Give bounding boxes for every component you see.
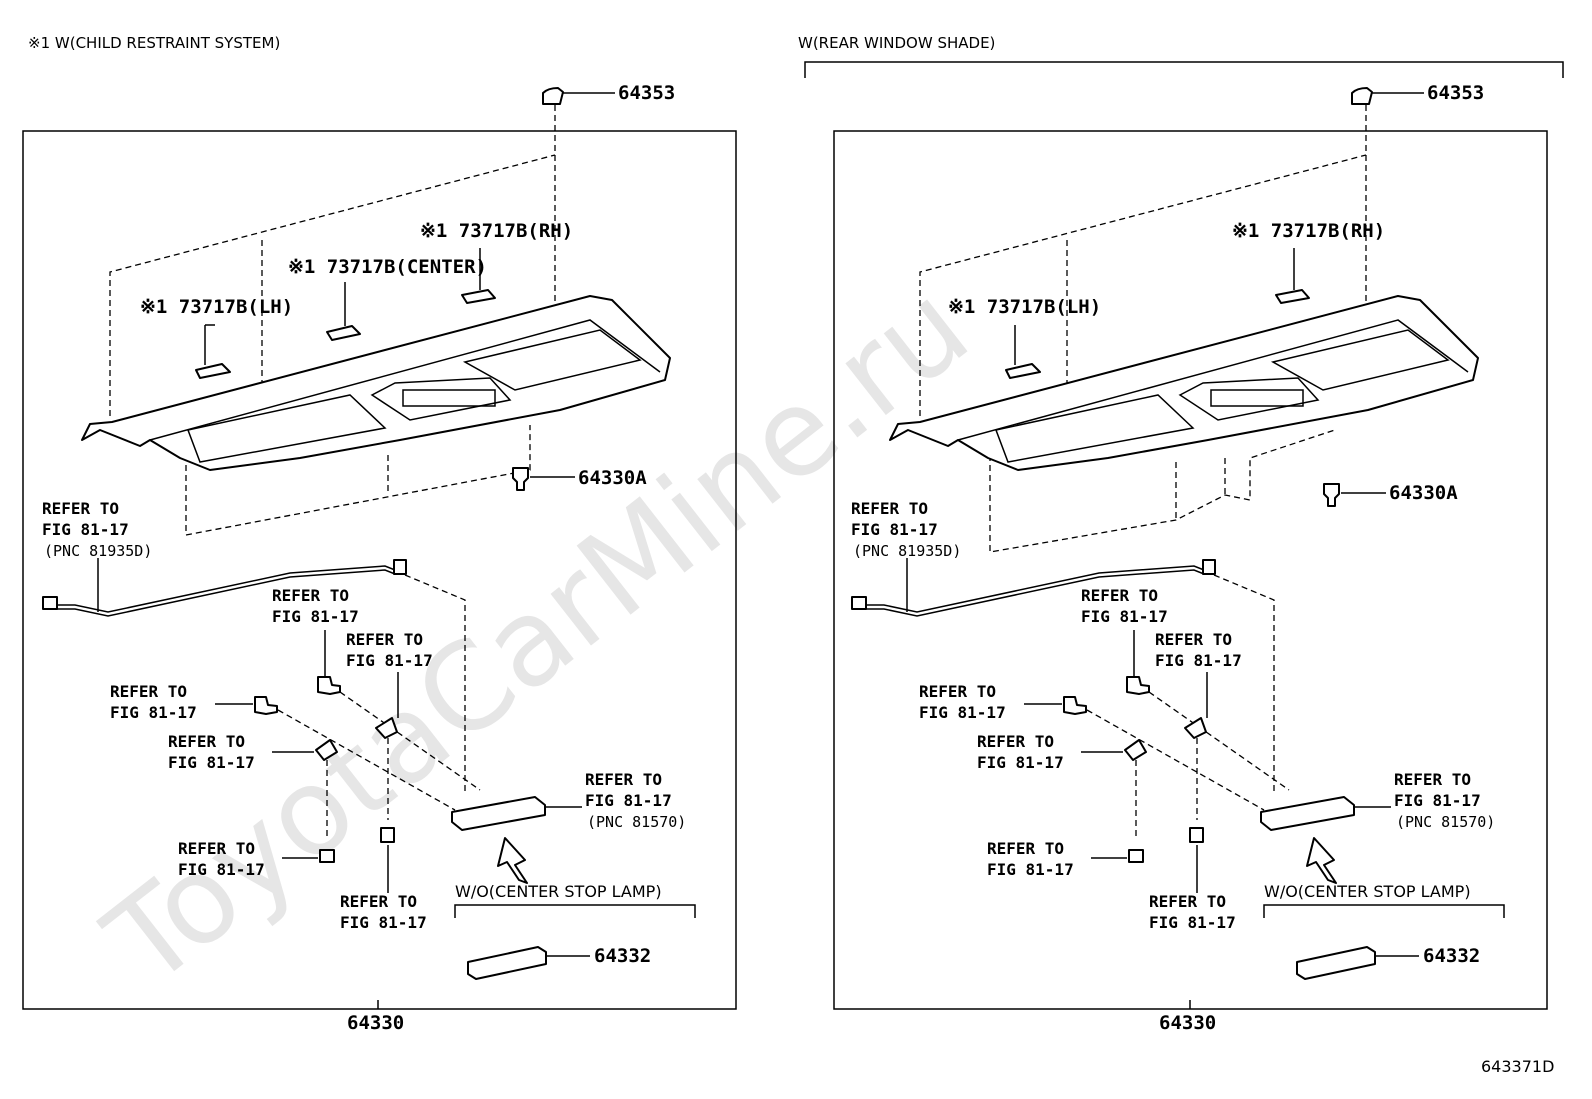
right-refer-f-1: REFER TO	[1149, 892, 1226, 911]
harness-icon	[55, 565, 396, 613]
bolt-f-icon	[1189, 827, 1204, 843]
right-refer-harness-3: (PNC 81935D)	[853, 542, 961, 560]
left-wo-label: W/O(CENTER STOP LAMP)	[455, 882, 662, 901]
left-bottom-part: 64330	[347, 1012, 404, 1034]
left-refer-c-1: REFER TO	[110, 682, 187, 701]
left-trim-lh: ※1 73717B(LH)	[140, 296, 293, 318]
bolt-c-icon	[254, 696, 278, 715]
left-refer-harness-1: REFER TO	[42, 499, 119, 518]
nut-d-icon	[1124, 739, 1147, 761]
right-refer-lamp-2: FIG 81-17	[1394, 791, 1481, 810]
left-refer-a-1: REFER TO	[272, 586, 349, 605]
bolt-e-icon	[319, 849, 335, 863]
clip-icon	[1323, 483, 1340, 507]
left-refer-e-2: FIG 81-17	[178, 860, 265, 879]
left-refer-lamp-2: FIG 81-17	[585, 791, 672, 810]
left-cover: 64332	[594, 945, 651, 967]
right-refer-harness-1: REFER TO	[851, 499, 928, 518]
left-refer-lamp-3: (PNC 81570)	[587, 813, 686, 831]
footer-code: 643371D	[1481, 1057, 1554, 1076]
left-refer-harness-3: (PNC 81935D)	[44, 542, 152, 560]
right-refer-d-1: REFER TO	[977, 732, 1054, 751]
bolt-a-icon	[1126, 676, 1150, 695]
package-tray-trim	[81, 295, 671, 471]
nut-b-icon	[375, 717, 398, 739]
left-refer-d-1: REFER TO	[168, 732, 245, 751]
right-panel: W(REAR WINDOW SHADE) 64353 ※1 73717B(LH)…	[798, 34, 1564, 1034]
nut-b-icon	[1184, 717, 1207, 739]
bolt-c-icon	[1063, 696, 1087, 715]
right-trim-rh: ※1 73717B(RH)	[1232, 220, 1385, 242]
right-refer-d-2: FIG 81-17	[977, 753, 1064, 772]
harness-icon	[864, 565, 1205, 613]
left-frame	[22, 130, 737, 1010]
bolt-e-icon	[1128, 849, 1144, 863]
right-refer-b-1: REFER TO	[1155, 630, 1232, 649]
trim-rh-icon	[1275, 289, 1310, 304]
left-refer-lamp-1: REFER TO	[585, 770, 662, 789]
left-refer-b-1: REFER TO	[346, 630, 423, 649]
right-refer-a-1: REFER TO	[1081, 586, 1158, 605]
right-header: W(REAR WINDOW SHADE)	[798, 34, 995, 52]
clip-icon	[512, 467, 529, 491]
left-refer-a-2: FIG 81-17	[272, 607, 359, 626]
package-tray-trim	[889, 295, 1479, 471]
right-clip: 64330A	[1389, 482, 1458, 504]
trim-lh-icon	[1005, 363, 1041, 379]
stop-lamp-icon	[451, 796, 546, 831]
left-refer-harness-2: FIG 81-17	[42, 520, 129, 539]
right-refer-b-2: FIG 81-17	[1155, 651, 1242, 670]
left-header: ※1 W(CHILD RESTRAINT SYSTEM)	[28, 34, 280, 52]
right-bottom-part: 64330	[1159, 1012, 1216, 1034]
right-refer-e-1: REFER TO	[987, 839, 1064, 858]
right-refer-lamp-3: (PNC 81570)	[1396, 813, 1495, 831]
arrow-icon	[497, 837, 528, 884]
right-refer-f-2: FIG 81-17	[1149, 913, 1236, 932]
left-trim-center: ※1 73717B(CENTER)	[288, 256, 487, 278]
left-refer-f-1: REFER TO	[340, 892, 417, 911]
cap-64353-icon	[542, 87, 564, 105]
bolt-a-icon	[317, 676, 341, 695]
right-refer-e-2: FIG 81-17	[987, 860, 1074, 879]
left-trim-rh: ※1 73717B(RH)	[420, 220, 573, 242]
left-refer-c-2: FIG 81-17	[110, 703, 197, 722]
cover-icon	[467, 946, 547, 980]
right-trim-lh: ※1 73717B(LH)	[948, 296, 1101, 318]
bolt-f-icon	[380, 827, 395, 843]
left-refer-b-2: FIG 81-17	[346, 651, 433, 670]
cover-icon	[1296, 946, 1376, 980]
cap-64353-icon	[1351, 87, 1373, 105]
arrow-icon	[1306, 837, 1337, 884]
left-refer-d-2: FIG 81-17	[168, 753, 255, 772]
right-wo-label: W/O(CENTER STOP LAMP)	[1264, 882, 1471, 901]
nut-d-icon	[315, 739, 338, 761]
left-top-part: 64353	[618, 82, 675, 104]
right-cover: 64332	[1423, 945, 1480, 967]
right-refer-c-2: FIG 81-17	[919, 703, 1006, 722]
left-refer-e-1: REFER TO	[178, 839, 255, 858]
trim-rh-icon	[461, 289, 496, 304]
right-refer-lamp-1: REFER TO	[1394, 770, 1471, 789]
left-refer-f-2: FIG 81-17	[340, 913, 427, 932]
right-top-part: 64353	[1427, 82, 1484, 104]
right-refer-a-2: FIG 81-17	[1081, 607, 1168, 626]
trim-center-icon	[326, 325, 361, 341]
right-refer-c-1: REFER TO	[919, 682, 996, 701]
left-panel: ※1 W(CHILD RESTRAINT SYSTEM) 64353 ※1 73…	[22, 34, 737, 1034]
stop-lamp-icon	[1260, 796, 1355, 831]
left-clip: 64330A	[578, 467, 647, 489]
trim-lh-icon	[195, 363, 231, 379]
right-refer-harness-2: FIG 81-17	[851, 520, 938, 539]
